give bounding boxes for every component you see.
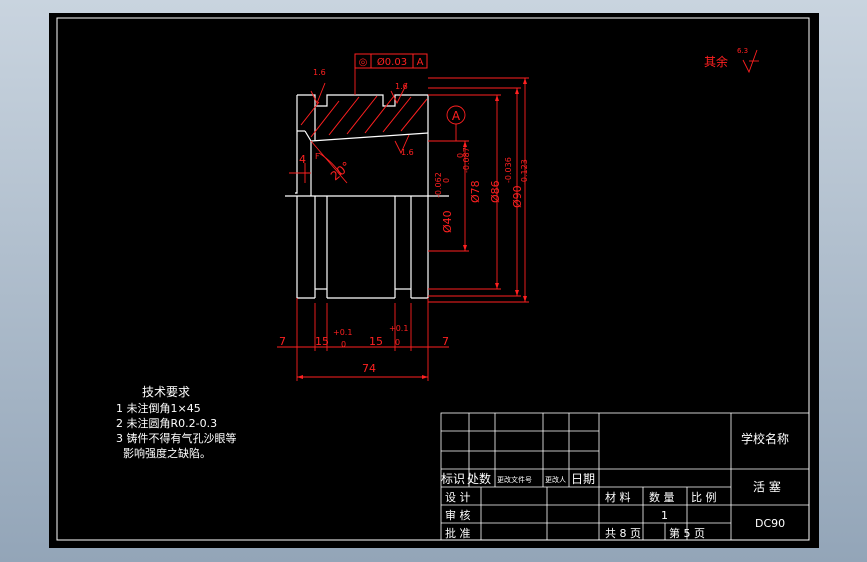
dim-tol-zero-a: 0: [341, 340, 346, 349]
dim-tol-plus-b: +0.1: [389, 324, 408, 333]
dim-d90-tol-lower: -0.123: [520, 159, 529, 185]
dim-groove-15-a: 15: [315, 335, 329, 348]
chamfer-label: 4: [299, 153, 306, 166]
dim-tol-zero-b: 0: [395, 338, 400, 347]
tolerance-datum: A: [417, 57, 424, 68]
roughness-mark-1: 1.6: [313, 68, 326, 77]
tech-req-item-3: 3 铸件不得有气孔沙眼等: [116, 431, 237, 445]
roughness-mark-2: 1.6: [395, 82, 408, 91]
hdr-count: 处数: [467, 471, 491, 486]
label-review: 审 核: [445, 508, 471, 522]
label-quantity: 数 量: [649, 491, 675, 504]
drawing-border: [56, 17, 810, 541]
datum-label: A: [452, 109, 461, 123]
tech-req-item-4: 影响强度之缺陷。: [116, 446, 211, 460]
part-name: 活 塞: [753, 479, 781, 494]
label-approve: 批 准: [445, 526, 471, 540]
total-pages: 共 8 页: [605, 527, 641, 540]
tech-req-item-1: 1 未注倒角1×45: [116, 401, 201, 415]
dim-overall-74: 74: [362, 362, 376, 375]
dim-d40-tol-upper: -0.062: [434, 172, 443, 198]
technical-requirements: 技术要求 1 未注倒角1×45 2 未注圆角R0.2-0.3 3 铸件不得有气孔…: [116, 385, 237, 460]
drawing-number: DC90: [755, 517, 785, 530]
dim-d90: Ø90: [511, 185, 524, 208]
hdr-mark: 标识: [441, 472, 465, 486]
geometric-tolerance-frame: ◎ Ø0.03 A: [354, 53, 428, 69]
tolerance-symbol: ◎: [359, 57, 368, 68]
angle-label: 20°: [328, 159, 353, 183]
hdr-person: 更改人: [545, 475, 566, 484]
roughness-mark-3: 1.6: [401, 148, 414, 157]
side-label: F: [315, 152, 320, 161]
dim-left-7: 7: [279, 335, 286, 348]
page-number: 第 5 页: [669, 526, 705, 540]
quantity-value: 1: [661, 509, 668, 522]
dim-d40-tol-lower: 0: [442, 178, 451, 183]
piston-outline: [285, 94, 449, 299]
title-block: [440, 412, 810, 541]
dim-d40: Ø40: [441, 210, 454, 233]
drawing-canvas: ◎ Ø0.03 A A 1.6 1.6 1.6 其余 6.3 4 F 20° Ø…: [56, 17, 810, 541]
label-design: 设 计: [445, 491, 471, 504]
roughness-other-value: 6.3: [737, 47, 748, 55]
dimension-lines: [277, 49, 759, 381]
dim-d78-tol-zero: 0: [456, 153, 465, 158]
school-name: 学校名称: [741, 431, 789, 446]
tech-req-item-2: 2 未注圆角R0.2-0.3: [116, 416, 217, 430]
tech-req-title: 技术要求: [142, 385, 190, 399]
dim-d78-tol: -0.087: [462, 147, 471, 173]
tolerance-value: Ø0.03: [377, 56, 407, 68]
cad-viewport[interactable]: ◎ Ø0.03 A A 1.6 1.6 1.6 其余 6.3 4 F 20° Ø…: [49, 13, 819, 548]
dimension-arrows: [297, 78, 527, 379]
label-scale: 比 例: [691, 490, 717, 504]
dim-right-7: 7: [442, 335, 449, 348]
surface-roughness-other-label: 其余: [704, 54, 728, 69]
label-material: 材 料: [605, 490, 631, 504]
dim-d78: Ø78: [469, 180, 482, 203]
hdr-file: 更改文件号: [497, 475, 532, 484]
dim-groove-15-b: 15: [369, 335, 383, 348]
dim-d90-tol-upper: -0.036: [504, 157, 513, 183]
hdr-date: 日期: [571, 472, 595, 486]
dim-d86: Ø86: [489, 180, 502, 203]
section-hatching: [300, 95, 428, 138]
dim-tol-plus-a: +0.1: [333, 328, 352, 337]
title-block-text: 标识 处数 更改文件号 更改人 日期 设 计 审 核 批 准 材 料 数 量 比…: [441, 431, 789, 540]
